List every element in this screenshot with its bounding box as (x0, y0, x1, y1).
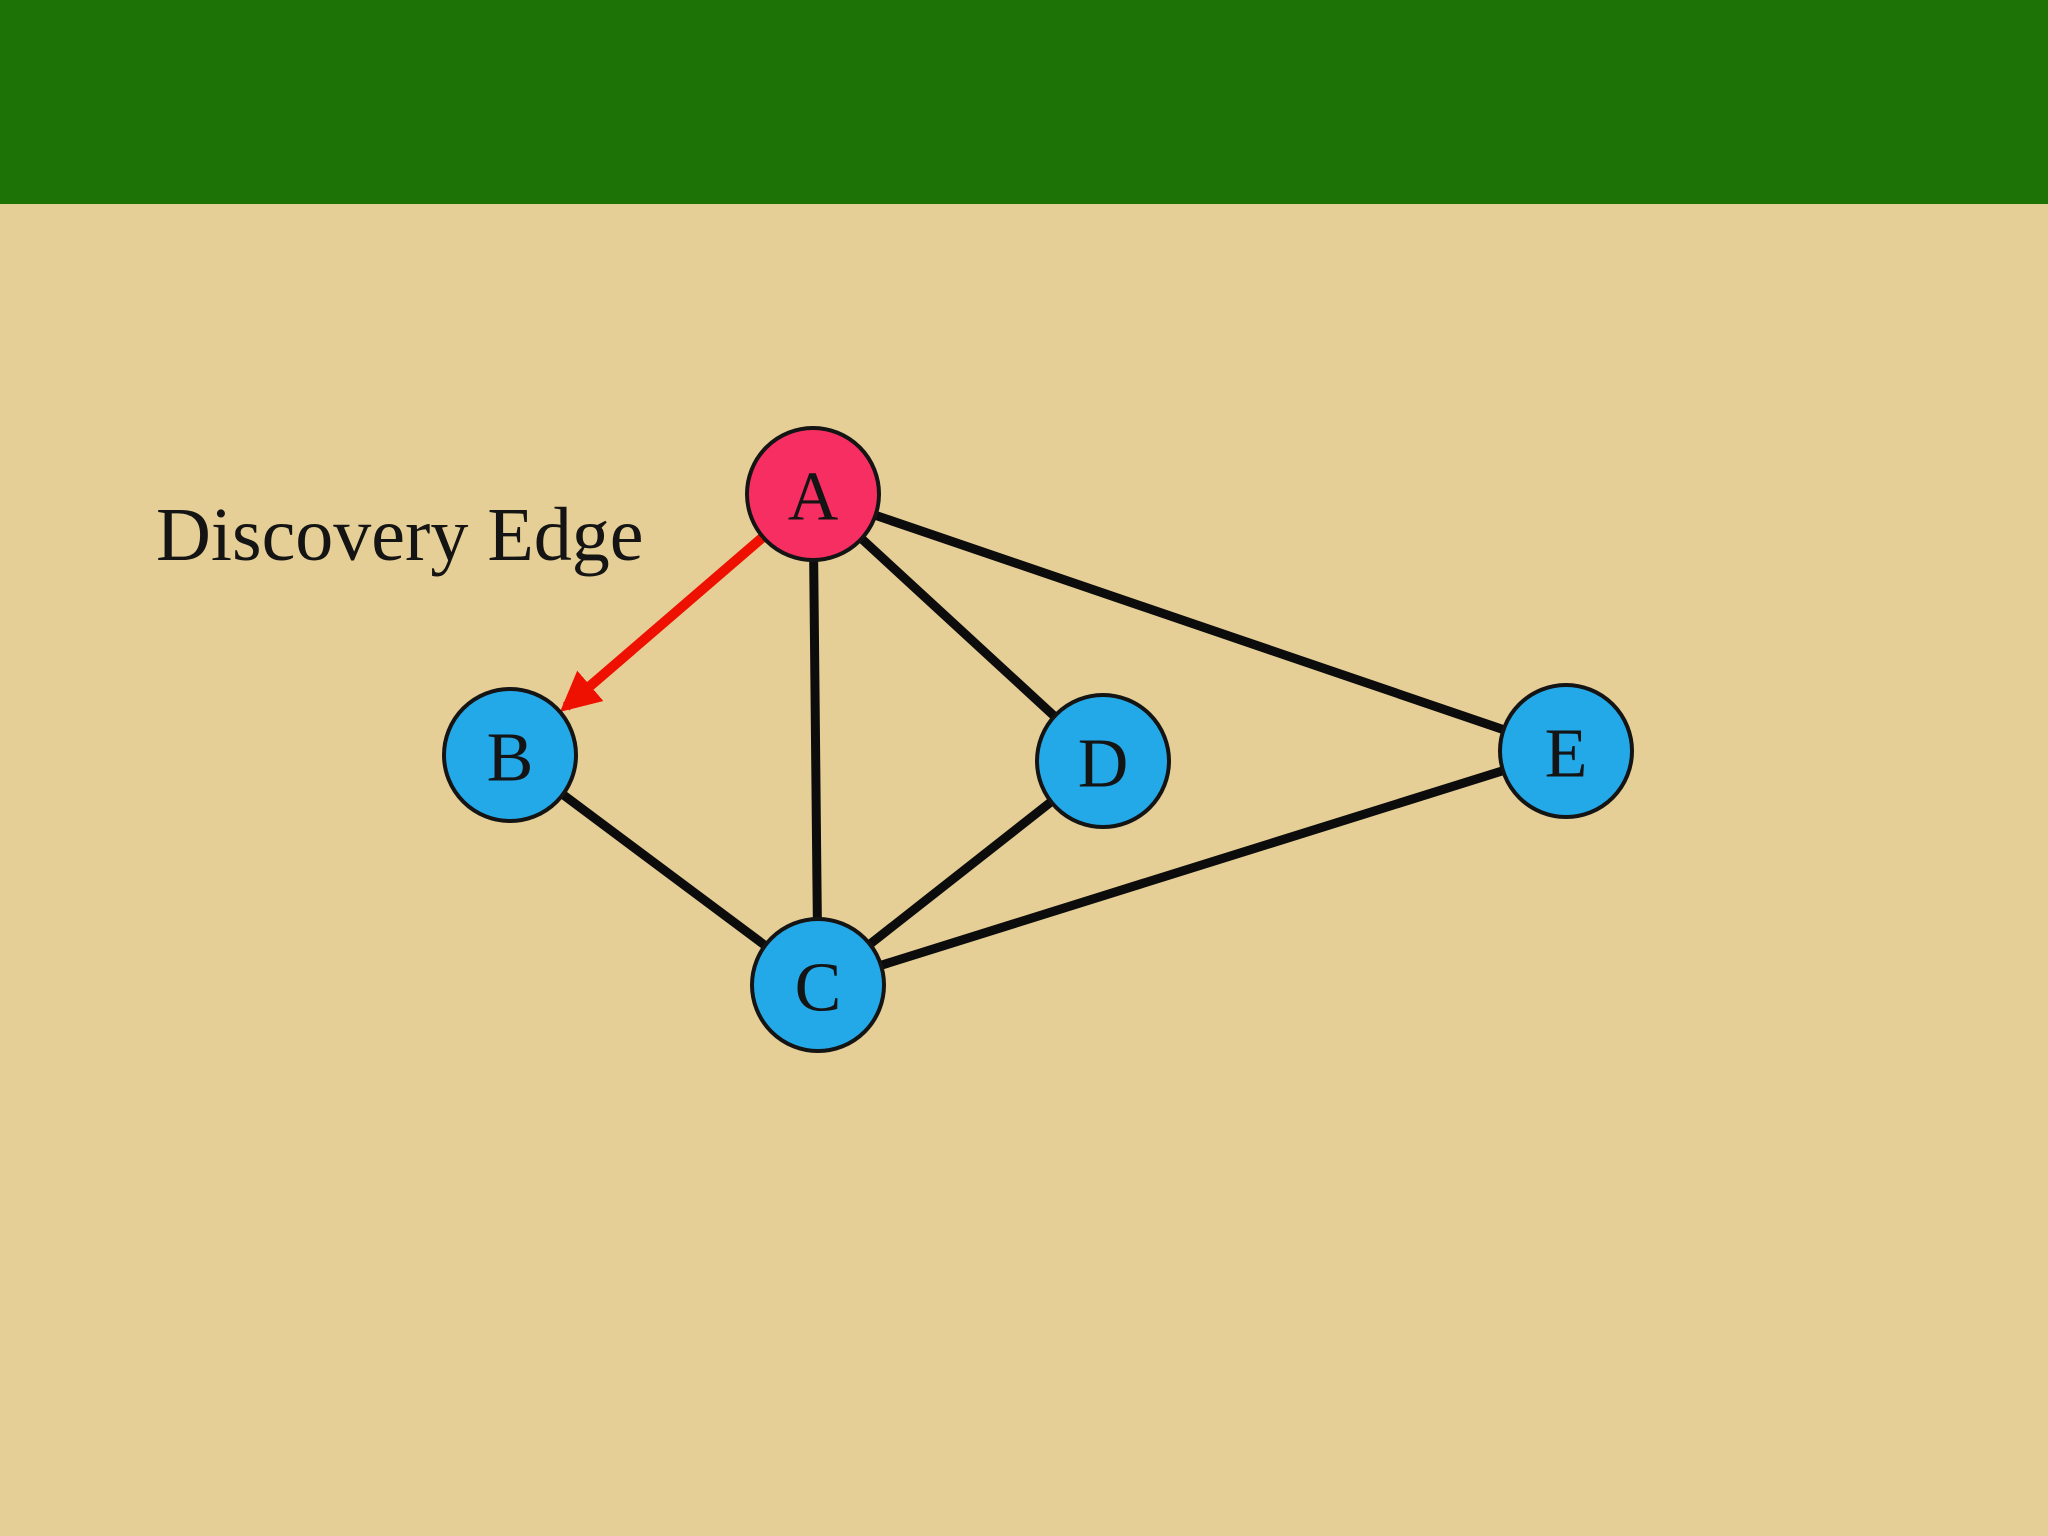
node-B (442, 687, 578, 823)
node-E (1498, 683, 1634, 819)
top-banner (0, 0, 2048, 204)
node-B-label: B (487, 720, 534, 797)
node-D (1035, 693, 1171, 829)
discovery-edge-arrow (560, 533, 767, 712)
edge-A-C (808, 493, 823, 986)
node-E-label: E (1545, 716, 1588, 793)
discovery-edge-label: Discovery Edge (156, 493, 644, 577)
node-A-label: A (788, 459, 839, 536)
edge-A-E (811, 489, 1568, 756)
node-D-label: D (1078, 726, 1129, 803)
node-C (750, 917, 886, 1053)
node-C-label: C (795, 950, 842, 1027)
edge-C-E (816, 746, 1568, 990)
node-A (745, 426, 881, 562)
